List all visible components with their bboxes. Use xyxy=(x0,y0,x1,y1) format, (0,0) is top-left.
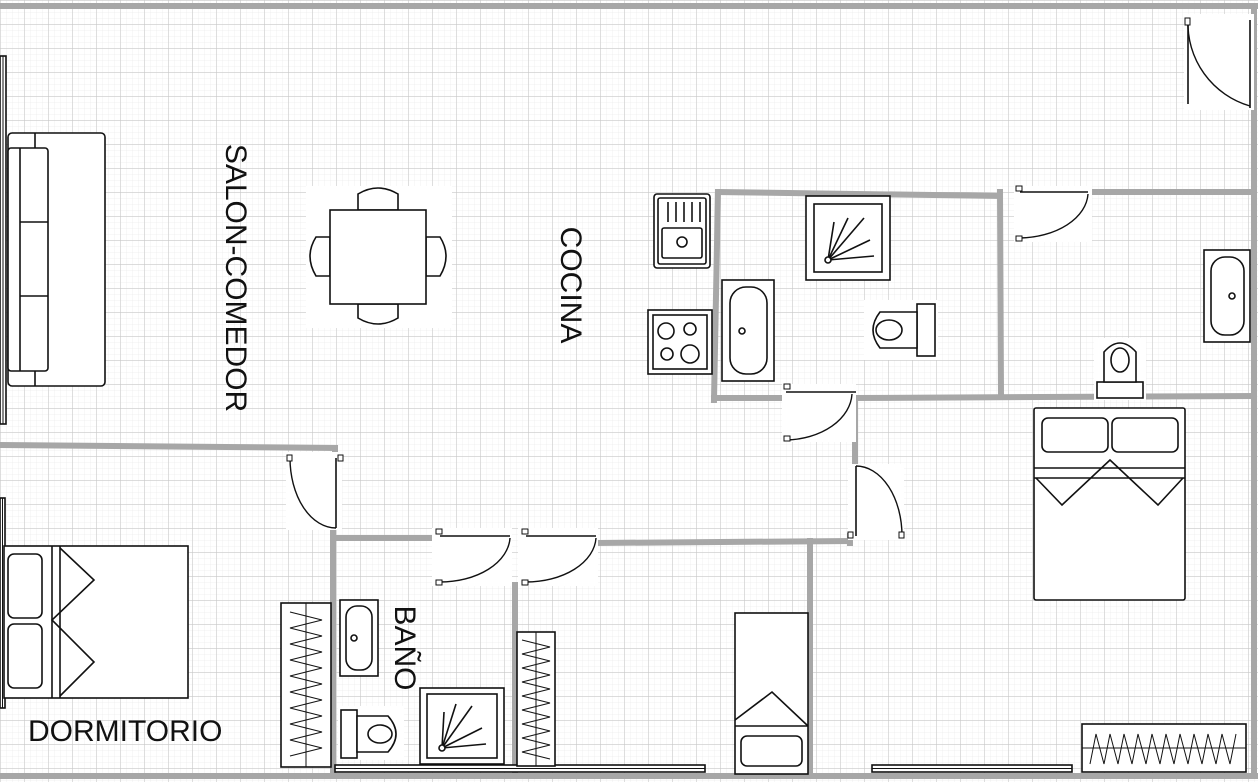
dining-table xyxy=(306,186,452,328)
walls xyxy=(0,3,1258,779)
toilet xyxy=(864,300,938,360)
room-label-cocina: COCINA xyxy=(554,227,587,344)
wardrobe-center xyxy=(516,631,556,767)
double-bed xyxy=(1033,407,1186,601)
bed-left xyxy=(3,545,189,699)
bathtub xyxy=(721,279,775,382)
door-hall xyxy=(847,464,905,540)
toilet-right xyxy=(1094,338,1146,400)
wardrobe-right xyxy=(1081,723,1247,773)
door-bedroom-main xyxy=(1014,185,1092,242)
room-label-dormitorio: DORMITORIO xyxy=(28,715,222,748)
bathroom-sink xyxy=(339,599,379,677)
wardrobe-left xyxy=(280,602,332,768)
shower-tray xyxy=(805,195,891,281)
door-bathroom xyxy=(432,528,512,586)
door-room-center xyxy=(518,528,598,586)
single-bed xyxy=(734,612,809,775)
room-label-salon-comedor: SALON-COMEDOR xyxy=(219,144,252,412)
toilet-bano xyxy=(338,706,404,760)
shower-bano xyxy=(419,687,505,765)
door-kitchen-bath xyxy=(782,383,856,442)
stove xyxy=(647,309,713,375)
kitchen-sink xyxy=(653,193,711,269)
door-entrance xyxy=(1184,14,1254,110)
door-bedroom-left xyxy=(286,452,344,530)
sofa xyxy=(7,132,106,387)
windows xyxy=(0,55,1073,773)
bathtub-right xyxy=(1203,249,1251,343)
room-label-bano: BAÑO xyxy=(388,605,422,690)
